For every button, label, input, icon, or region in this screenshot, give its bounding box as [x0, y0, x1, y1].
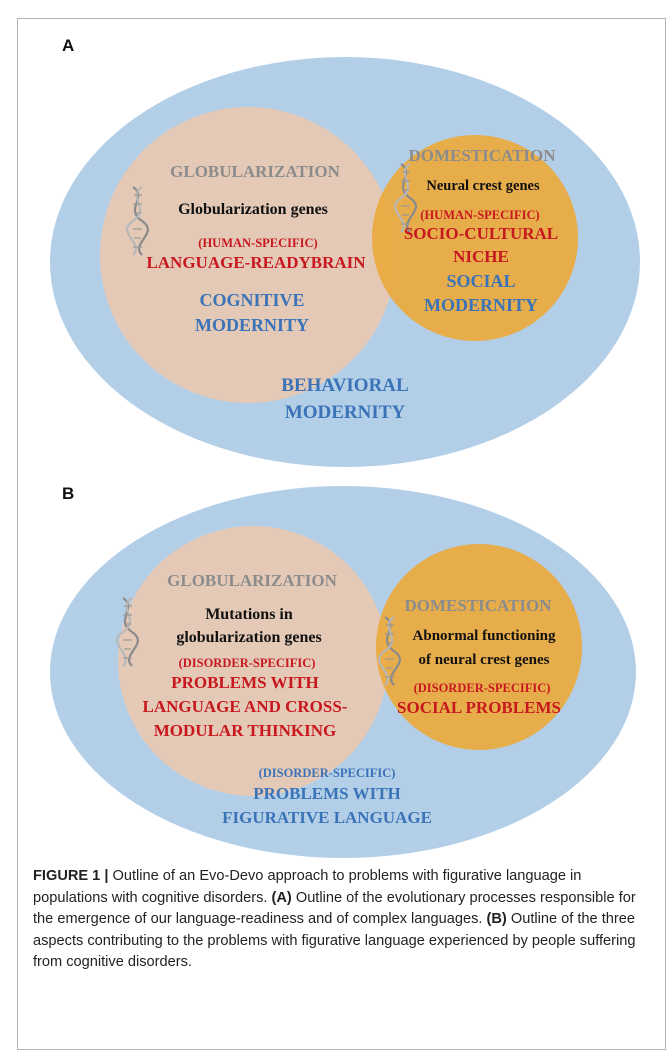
panel-a-cognitive-line2: MODERNITY — [195, 315, 309, 335]
panel-a-socio-cultural-line1: SOCIO-CULTURAL — [404, 224, 558, 243]
panel-a-behavioral-line1: BEHAVIORAL — [281, 375, 408, 396]
panel-b-figurative-line1: PROBLEMS WITH — [253, 784, 401, 803]
panel-b-letter: B — [62, 484, 75, 503]
panel-b-problems-line1: PROBLEMS WITH — [171, 673, 319, 692]
panel-a-human-specific-left: (HUMAN-SPECIFIC) — [198, 236, 317, 250]
panel-b-disorder-specific-left: (DISORDER-SPECIFIC) — [179, 656, 316, 670]
panel-b-mutations-line1: Mutations in — [205, 606, 293, 623]
venn-diagrams: GLOBULARIZATION Globularization genes (H… — [50, 57, 640, 858]
panel-b-globularization-circle — [118, 526, 388, 796]
caption-b-text: Outline of the three aspects contributin… — [33, 911, 636, 971]
panel-a-language-ready-brain: LANGUAGE-READYBRAIN — [146, 253, 366, 272]
panel-b-disorder-specific-outer: (DISORDER-SPECIFIC) — [259, 766, 396, 780]
panel-a-globularization-genes: Globularization genes — [178, 201, 328, 218]
caption-a-text: Outline of the evolutionary processes re… — [33, 889, 636, 928]
panel-b-abnormal-line2: of neural crest genes — [419, 652, 550, 668]
panel-b-figurative-line2: FIGURATIVE LANGUAGE — [222, 808, 432, 827]
panel-b-domestication-circle — [376, 544, 582, 750]
panel-a-cognitive-line1: COGNITIVE — [199, 290, 304, 310]
caption-intro: Outline of an Evo-Devo approach to probl… — [33, 868, 582, 906]
panel-a-socio-cultural-line2: NICHE — [453, 247, 509, 266]
panel-a-behavioral-line2: MODERNITY — [285, 402, 406, 423]
caption-b-label: (B) — [486, 911, 507, 928]
panel-a-globularization-title: GLOBULARIZATION — [170, 162, 340, 181]
panel-a-globularization-circle — [100, 107, 396, 403]
caption-a-label: (A) — [271, 889, 292, 906]
panel-a-neural-crest-genes: Neural crest genes — [426, 178, 540, 194]
panel-a-domestication-circle — [372, 135, 578, 341]
panel-b-domestication-title: DOMESTICATION — [404, 596, 552, 615]
panel-b-problems-line3: MODULAR THINKING — [154, 721, 336, 740]
caption-label: FIGURE 1 | — [33, 868, 109, 884]
figure-caption: FIGURE 1 | Outline of an Evo-Devo approa… — [33, 866, 657, 974]
panel-b-mutations-line2: globularization genes — [176, 629, 321, 646]
panel-b-problems-line2: LANGUAGE AND CROSS- — [143, 697, 348, 716]
panel-b-disorder-specific-right: (DISORDER-SPECIFIC) — [414, 681, 551, 695]
panel-b-globularization-title: GLOBULARIZATION — [167, 571, 337, 590]
panel-a-domestication-title: DOMESTICATION — [408, 146, 556, 165]
panel-a-human-specific-right: (HUMAN-SPECIFIC) — [420, 208, 539, 222]
panel-a-letter: A — [62, 36, 75, 55]
panel-b-abnormal-line1: Abnormal functioning — [413, 628, 556, 644]
panel-b-social-problems: SOCIAL PROBLEMS — [397, 698, 561, 717]
panel-a-social-line2: MODERNITY — [424, 295, 538, 315]
panel-a-social-line1: SOCIAL — [446, 271, 515, 291]
